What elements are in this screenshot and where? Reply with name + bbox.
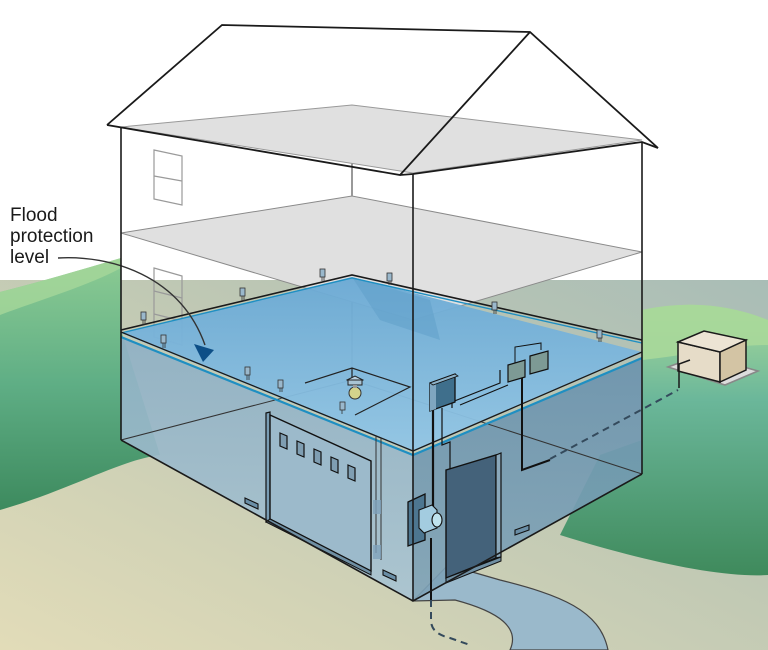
ceiling-light <box>345 375 365 400</box>
elevated-outdoor-unit <box>665 330 761 388</box>
entry-door <box>445 452 502 584</box>
attic-floor <box>120 104 643 174</box>
flood-protection-plane <box>120 274 643 457</box>
foundation-vents <box>244 497 530 582</box>
left-hill <box>0 258 160 510</box>
house-outline <box>120 127 643 602</box>
garage-windows <box>279 432 356 482</box>
flood-level-arrow <box>57 257 214 362</box>
underground-service-line <box>430 389 679 646</box>
garage-door <box>265 411 372 576</box>
label-line-1: Flood <box>10 205 58 226</box>
upper-window <box>153 149 183 206</box>
outlet <box>277 379 284 392</box>
outlet <box>160 334 167 348</box>
outlet <box>386 272 393 285</box>
wall-wiring <box>373 436 382 560</box>
disconnect-boxes <box>459 342 551 472</box>
label-line-3: level <box>10 247 50 268</box>
label-line-2: protection <box>10 226 94 247</box>
outlet <box>244 366 251 380</box>
outlet <box>140 311 147 325</box>
outlet <box>491 301 498 314</box>
flood-protection-label: Flood protection level <box>10 205 93 268</box>
outlet <box>339 401 346 414</box>
house-roof <box>106 24 659 176</box>
outlet <box>596 329 603 342</box>
outlet <box>239 287 246 301</box>
outlet <box>319 268 326 281</box>
wall-outlets <box>140 268 603 414</box>
electrical-panel <box>429 370 501 520</box>
